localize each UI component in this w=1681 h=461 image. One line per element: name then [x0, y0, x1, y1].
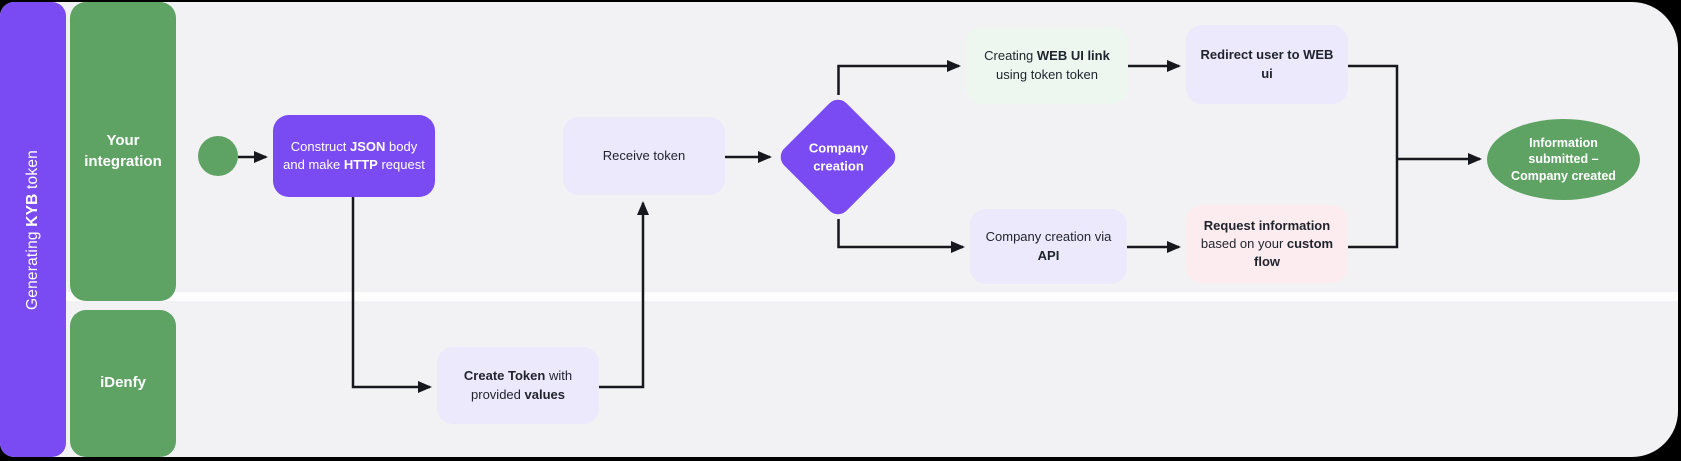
web-ui-link-node: Creating WEB UI link using token token: [966, 27, 1128, 104]
diagram-title-bar: Generating KYB token: [0, 2, 66, 457]
construct-json-node: Construct JSON body and make HTTP reques…: [273, 115, 435, 197]
lane-divider: [66, 292, 1678, 301]
receive-token-node: Receive token: [563, 117, 725, 195]
request-information-node: Request information based on your custom…: [1186, 205, 1348, 283]
company-creation-decision-node: Company creation: [775, 94, 901, 220]
company-creation-api-node: Company creation via API: [970, 209, 1127, 284]
company-creation-api-label: Company creation via API: [985, 229, 1112, 263]
company-creation-decision-label: Company creation: [808, 140, 869, 173]
lane-label-your-integration: Your integration: [70, 2, 176, 301]
create-token-label: Create Token with provided values: [463, 368, 573, 402]
construct-json-label: Construct JSON body and make HTTP reques…: [283, 138, 425, 172]
lane-label-text: iDenfy: [100, 374, 146, 392]
redirect-user-node: Redirect user to WEB ui: [1186, 25, 1348, 104]
web-ui-link-label: Creating WEB UI link using token token: [984, 48, 1110, 82]
end-node: Information submitted – Company created: [1487, 119, 1640, 200]
redirect-user-label: Redirect user to WEB ui: [1200, 47, 1334, 81]
receive-token-label: Receive token: [602, 147, 686, 163]
start-node: [198, 136, 238, 176]
create-token-node: Create Token with provided values: [437, 347, 599, 424]
diagram-title: Generating KYB token: [24, 149, 41, 310]
lane-label-text: Your integration: [84, 132, 162, 170]
request-information-label: Request information based on your custom…: [1200, 217, 1334, 270]
end-node-label: Information submitted – Company created: [1511, 136, 1616, 183]
lane-label-idenfy: iDenfy: [70, 310, 176, 457]
